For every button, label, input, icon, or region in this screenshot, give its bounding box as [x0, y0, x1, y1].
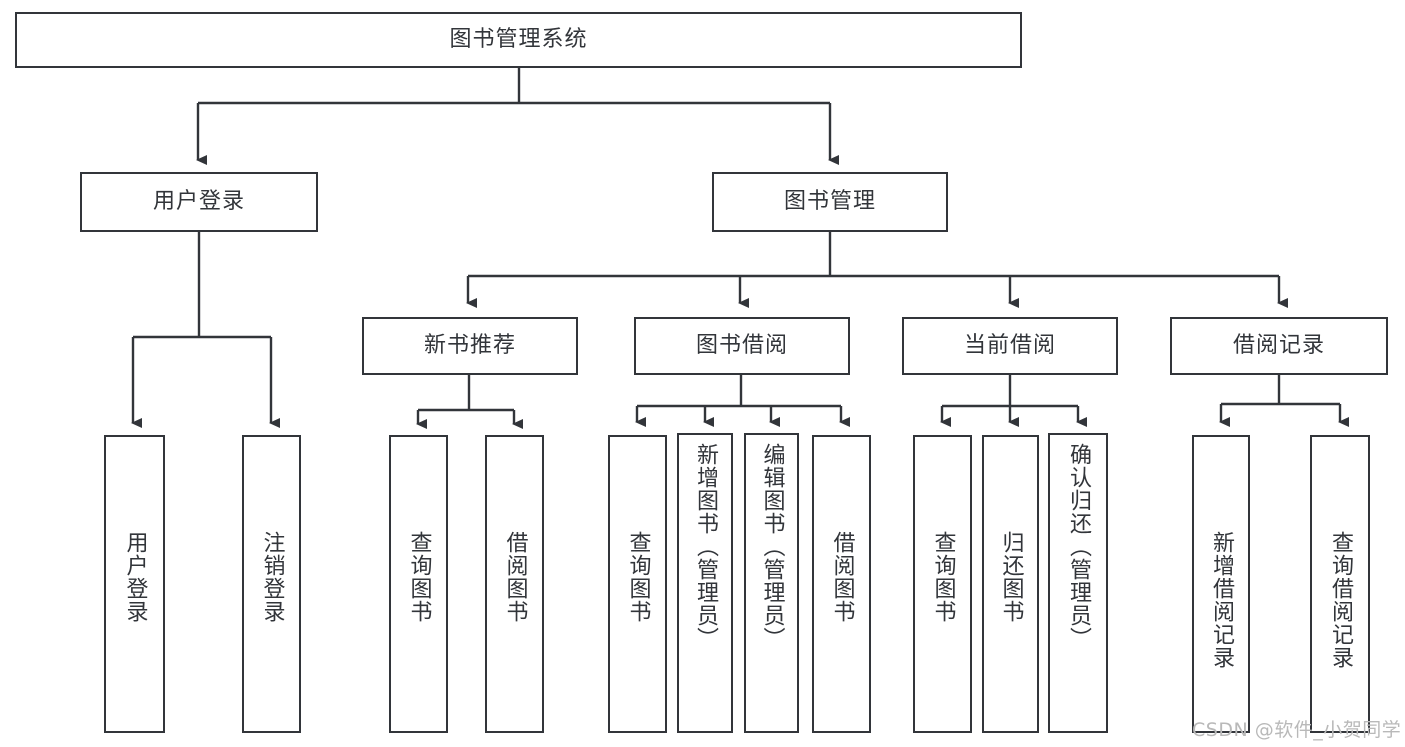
- node-label: 借阅记录: [1232, 332, 1325, 358]
- leaf-borrow-book-recommend[interactable]: 借阅图书: [485, 435, 544, 733]
- node-label: 图书管理: [783, 188, 876, 214]
- node-label: 用户登录: [152, 188, 245, 214]
- node-label: 查询图书: [625, 531, 651, 623]
- leaf-query-book-current[interactable]: 查询图书: [913, 435, 972, 733]
- leaf-borrow-book[interactable]: 借阅图书: [812, 435, 871, 733]
- node-label: 借阅图书: [829, 531, 855, 623]
- node-root-system[interactable]: 图书管理系统: [15, 12, 1022, 68]
- leaf-return-book[interactable]: 归还图书: [982, 435, 1039, 733]
- leaf-add-borrow-record[interactable]: 新增借阅记录: [1192, 435, 1250, 733]
- node-label: 借阅图书: [502, 531, 528, 623]
- node-new-book-recommend[interactable]: 新书推荐: [362, 317, 578, 375]
- leaf-logout[interactable]: 注销登录: [242, 435, 301, 733]
- leaf-add-book-admin[interactable]: 新增图书（管理员）: [677, 433, 733, 733]
- node-label: 归还图书: [998, 531, 1024, 623]
- leaf-query-book-borrow[interactable]: 查询图书: [608, 435, 667, 733]
- node-book-borrow[interactable]: 图书借阅: [634, 317, 850, 375]
- node-label: 新增借阅记录: [1208, 531, 1234, 669]
- leaf-confirm-return-admin[interactable]: 确认归还（管理员）: [1048, 433, 1108, 733]
- node-borrow-record[interactable]: 借阅记录: [1170, 317, 1388, 375]
- node-label: 查询图书: [406, 531, 432, 623]
- node-label: 图书借阅: [695, 332, 788, 358]
- leaf-edit-book-admin[interactable]: 编辑图书（管理员）: [744, 433, 799, 733]
- watermark-text: CSDN @软件_小贺同学: [1192, 719, 1402, 741]
- node-label: 当前借阅: [963, 332, 1056, 358]
- node-label: 用户登录: [122, 531, 148, 623]
- node-book-management[interactable]: 图书管理: [712, 172, 948, 232]
- leaf-user-login[interactable]: 用户登录: [104, 435, 165, 733]
- node-label: 编辑图书（管理员）: [759, 443, 785, 650]
- node-label: 查询图书: [930, 531, 956, 623]
- node-label: 新书推荐: [423, 332, 516, 358]
- node-user-login[interactable]: 用户登录: [80, 172, 318, 232]
- leaf-query-borrow-record[interactable]: 查询借阅记录: [1310, 435, 1370, 733]
- leaf-query-book-recommend[interactable]: 查询图书: [389, 435, 448, 733]
- node-label: 注销登录: [259, 531, 285, 623]
- node-label: 查询借阅记录: [1327, 531, 1353, 669]
- node-label: 图书管理系统: [449, 26, 588, 52]
- node-label: 确认归还（管理员）: [1065, 443, 1091, 650]
- node-label: 新增图书（管理员）: [692, 443, 718, 650]
- node-current-borrow[interactable]: 当前借阅: [902, 317, 1118, 375]
